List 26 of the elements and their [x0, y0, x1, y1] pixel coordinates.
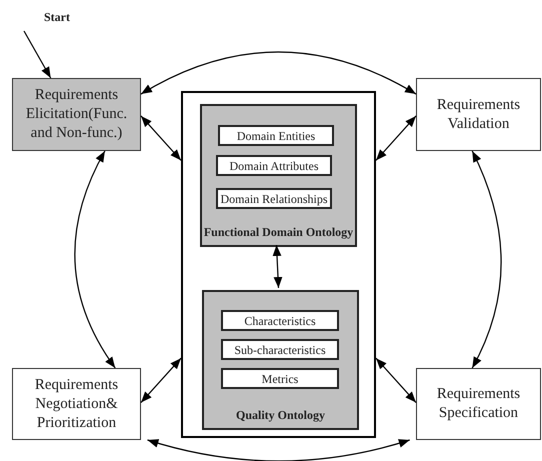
item-box: Domain Entities [218, 125, 334, 146]
item-box: Domain Attributes [216, 155, 332, 176]
process-box: Requirements Validation [416, 78, 541, 151]
group-title: Functional Domain Ontology [204, 224, 354, 241]
arrow [272, 244, 282, 288]
process-box: Requirements Elicitation(Func. and Non-func.) [12, 78, 141, 151]
process-box: Requirements Negotiation& Prioritization [12, 368, 141, 440]
arrow [472, 150, 502, 368]
group-box [200, 104, 357, 247]
arrow [140, 358, 182, 403]
arrow [147, 438, 410, 461]
arrow [74, 150, 116, 368]
process-box: Requirements Specification [416, 368, 541, 440]
container-box [181, 91, 376, 438]
item-box: Domain Relationships [216, 188, 332, 209]
group-title: Quality Ontology [236, 407, 325, 424]
arrow [376, 358, 416, 403]
arrow [376, 116, 416, 161]
group-box [202, 290, 359, 430]
arrow [140, 116, 182, 161]
start-label: Start [44, 9, 70, 26]
arrow [23, 30, 52, 78]
item-box: Sub-characteristics [221, 339, 339, 360]
item-box: Characteristics [221, 310, 339, 331]
item-box: Metrics [221, 368, 339, 389]
arrow [140, 52, 416, 95]
